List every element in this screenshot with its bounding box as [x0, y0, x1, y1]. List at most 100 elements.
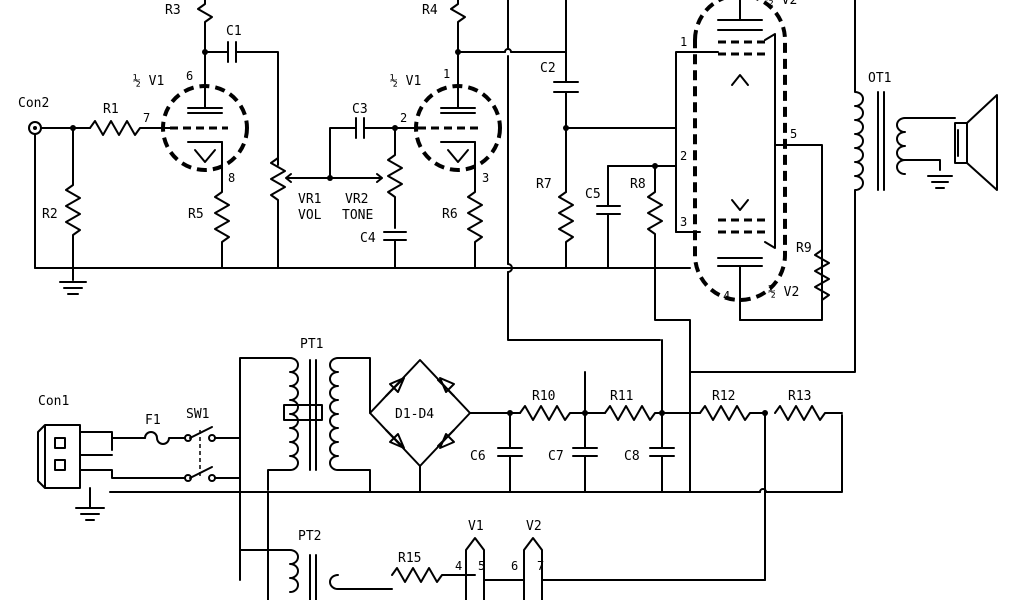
r13-label: R13 — [788, 389, 811, 404]
resistor-r5 — [214, 177, 230, 269]
resistor-r1 — [89, 120, 156, 136]
input-jack-con2 — [28, 121, 91, 269]
diode-label: D1-D4 — [395, 407, 434, 422]
vr2-name: TONE — [342, 208, 373, 223]
vr1-name: VOL — [298, 208, 322, 223]
resistor-r3 — [197, 0, 213, 87]
r4-label: R4 — [422, 3, 438, 18]
r6-label: R6 — [442, 207, 458, 222]
f1-label: F1 — [145, 413, 161, 428]
power-transformer-pt1 — [239, 357, 371, 581]
con2-label: Con2 — [18, 96, 49, 111]
r15-label: R15 — [398, 551, 421, 566]
ground-symbol — [75, 507, 105, 521]
tube-v2 — [675, 0, 823, 321]
capacitor-c6 — [497, 412, 523, 493]
c1-label: C1 — [226, 24, 242, 39]
v2-pin4: 4 — [723, 289, 730, 303]
pt1-label: PT1 — [300, 337, 323, 352]
bridge-rectifier-d1-d4 — [369, 359, 521, 493]
v1b-pin2: 2 — [400, 111, 407, 125]
r10-label: R10 — [532, 389, 555, 404]
v2b-label: ½ V2 — [768, 285, 799, 300]
v2-pin5: 5 — [790, 127, 797, 141]
heater-v1-label: V1 — [468, 519, 484, 534]
heater-pin5: 5 — [478, 559, 485, 573]
tube-v1a — [154, 84, 249, 179]
c4-label: C4 — [360, 231, 376, 246]
v2-pin1: 1 — [680, 35, 687, 49]
resistor-r2 — [65, 127, 81, 269]
heater-connection-v1 — [465, 537, 485, 600]
v1b-label: ½ V1 — [390, 74, 421, 89]
r1-label: R1 — [103, 102, 119, 117]
r11-label: R11 — [610, 389, 633, 404]
v1a-pin8: 8 — [228, 171, 235, 185]
heater-pin7: 7 — [537, 559, 544, 573]
potentiometer-vr2 — [329, 127, 403, 229]
resistor-r8 — [647, 165, 663, 269]
speaker-icon — [954, 94, 998, 191]
output-transformer-ot1 — [689, 0, 956, 373]
power-switch-sw1 — [184, 426, 241, 482]
resistor-r13 — [774, 405, 843, 421]
ot1-label: OT1 — [868, 71, 891, 86]
r3-label: R3 — [165, 3, 181, 18]
resistor-r12 — [699, 405, 766, 421]
r9-label: R9 — [796, 241, 812, 256]
resistor-r6 — [467, 177, 483, 269]
potentiometer-vr1 — [270, 157, 331, 269]
pt2-label: PT2 — [298, 529, 321, 544]
tube-v1b — [414, 51, 502, 179]
v1b-pin1: 1 — [443, 67, 450, 81]
r8-label: R8 — [630, 177, 646, 192]
resistor-r11 — [604, 405, 701, 421]
wire-crossover — [504, 48, 512, 53]
v2-pin3: 3 — [680, 215, 687, 229]
c6-label: C6 — [470, 449, 486, 464]
capacitor-c3 — [329, 117, 419, 179]
v2a-label: ½ V2 — [766, 0, 797, 8]
capacitor-c2 — [553, 0, 579, 193]
v1a-pin6: 6 — [186, 69, 193, 83]
c8-label: C8 — [624, 449, 640, 464]
c3-label: C3 — [352, 102, 368, 117]
heater-v2-label: V2 — [526, 519, 542, 534]
c2-label: C2 — [540, 61, 556, 76]
capacitor-c7 — [572, 371, 598, 493]
ground-symbol — [59, 267, 87, 295]
r5-label: R5 — [188, 207, 204, 222]
capacitor-c4 — [383, 231, 407, 269]
v1a-label: ½ V1 — [133, 74, 164, 89]
heater-pin4: 4 — [455, 559, 462, 573]
v1b-pin3: 3 — [482, 171, 489, 185]
v1a-pin7: 7 — [143, 111, 150, 125]
r7-label: R7 — [536, 177, 552, 192]
vr1-label: VR1 — [298, 192, 321, 207]
r12-label: R12 — [712, 389, 735, 404]
resistor-r15 — [391, 567, 476, 583]
resistor-r7 — [558, 191, 574, 269]
return-bus-wire — [109, 414, 843, 493]
resistor-r10 — [519, 405, 606, 421]
resistor-r9 — [814, 249, 830, 301]
wire — [654, 267, 691, 341]
ground-symbol — [927, 175, 953, 189]
bplus-vertical-wire — [507, 0, 661, 341]
resistor-r4 — [450, 0, 466, 53]
heater-pin6: 6 — [511, 559, 518, 573]
power-transformer-pt2 — [239, 491, 393, 600]
fuse-f1 — [144, 431, 186, 445]
heater-connection-v2 — [523, 537, 543, 600]
con1-label: Con1 — [38, 394, 69, 409]
r2-label: R2 — [42, 207, 58, 222]
capacitor-c1 — [204, 41, 279, 166]
wire-crossover — [507, 263, 513, 273]
capacitor-c8 — [649, 339, 675, 493]
vr2-label: VR2 — [345, 192, 368, 207]
v2-pin2: 2 — [680, 149, 687, 163]
c5-label: C5 — [585, 187, 601, 202]
capacitor-c5 — [596, 165, 621, 269]
c7-label: C7 — [548, 449, 564, 464]
